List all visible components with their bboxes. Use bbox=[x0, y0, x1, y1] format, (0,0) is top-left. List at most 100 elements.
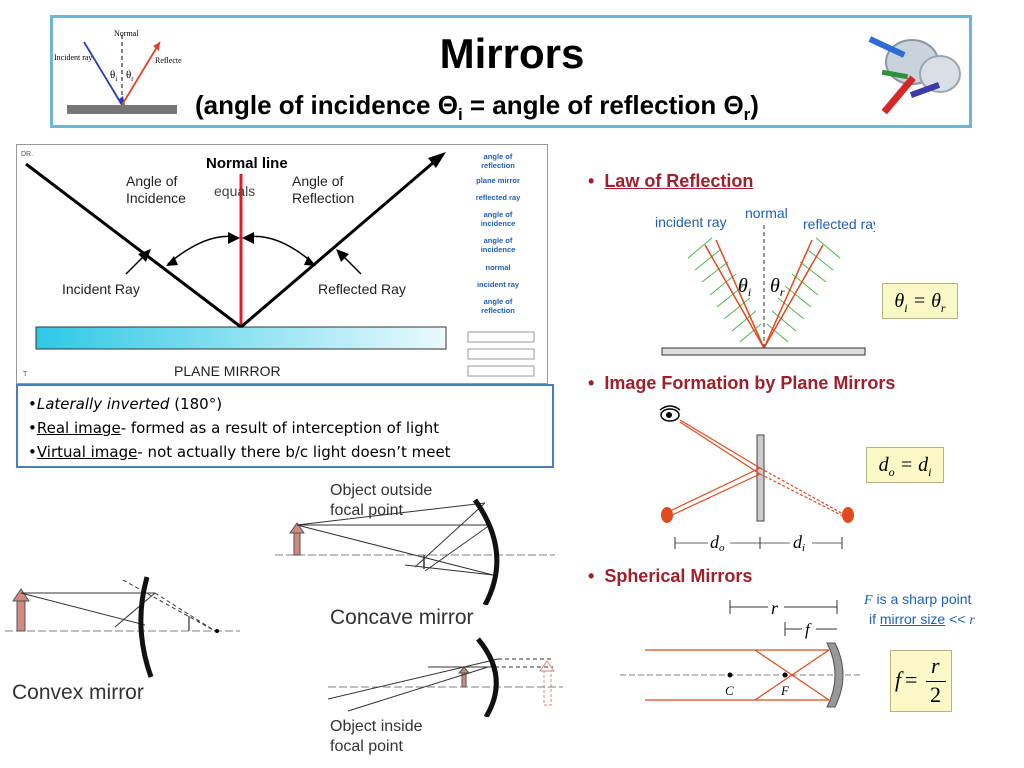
arc-arrow-mid-right bbox=[242, 232, 254, 244]
outside-rays bbox=[296, 502, 494, 576]
eye-icon bbox=[659, 405, 681, 422]
convex-mirror-curve bbox=[138, 576, 154, 678]
corner-label-top: DR. bbox=[21, 151, 33, 158]
mini-reflected-label: Reflected ray bbox=[155, 56, 182, 65]
crayon-red bbox=[881, 75, 916, 115]
mini-normal-label: Normal bbox=[114, 29, 139, 38]
convex-mirror-label: Convex mirror bbox=[12, 681, 144, 704]
angle-of-incidence-label-1: Angle of bbox=[126, 173, 177, 189]
page-title: Mirrors bbox=[439, 30, 585, 77]
concave-outside-diagram bbox=[275, 498, 555, 605]
law-incident-label: incident ray bbox=[655, 214, 727, 230]
equals-label: equals bbox=[214, 183, 255, 199]
focal-point bbox=[782, 672, 788, 678]
plane-mirror-diagram: DR. T Normal line Angle of Incidence equ… bbox=[16, 144, 548, 384]
word-bank-item: plane mirror bbox=[476, 176, 520, 185]
word-bank: angle of reflection plane mirror reflect… bbox=[476, 152, 521, 315]
crayon-purple bbox=[909, 82, 941, 98]
convex-rays bbox=[20, 579, 216, 632]
image-formation-heading: •Image Formation by Plane Mirrors bbox=[588, 373, 896, 393]
virtual-enlarged-image-icon bbox=[539, 660, 555, 706]
word-bank-item: angle of bbox=[484, 152, 513, 161]
law-normal-label: normal bbox=[745, 205, 788, 221]
spherical-mirror-diagram: r f C F bbox=[620, 597, 860, 708]
convex-diagram bbox=[5, 576, 240, 678]
bullet-real-image: •Real image- formed as a result of inter… bbox=[28, 419, 440, 437]
arc-arrow-mid-left bbox=[228, 232, 240, 244]
word-bank-item: angle of bbox=[484, 210, 513, 219]
mirrors-crayons-picture bbox=[868, 36, 961, 115]
focal-point-label: F bbox=[780, 683, 790, 698]
image-candle-icon bbox=[842, 507, 854, 523]
do-label: do bbox=[710, 532, 725, 554]
reflected-arrowhead bbox=[428, 152, 446, 168]
title-banner bbox=[50, 15, 972, 128]
concave-inside-diagram bbox=[328, 637, 563, 717]
word-bank-item: reflection bbox=[481, 161, 515, 170]
normal-line-label: Normal line bbox=[206, 155, 288, 172]
arc-arrow-left bbox=[166, 256, 178, 266]
plane-mirror-label: PLANE MIRROR bbox=[174, 363, 281, 379]
incident-ray-label: Incident Ray bbox=[62, 281, 140, 297]
corner-label-bottom: T bbox=[23, 371, 28, 378]
angle-of-reflection-label-1: Angle of bbox=[292, 173, 343, 189]
reflected-ray-label: Reflected Ray bbox=[318, 281, 406, 297]
crayon-blue bbox=[868, 36, 906, 58]
word-bank-item: incidence bbox=[481, 219, 516, 228]
mini-incident-label: Incident ray bbox=[54, 53, 92, 62]
word-bank-item: incidence bbox=[481, 245, 516, 254]
law-theta-r: θr bbox=[770, 275, 785, 299]
arc-arrow-right bbox=[304, 256, 316, 266]
concave-mirror-label: Concave mirror bbox=[330, 606, 474, 629]
page-subtitle: (angle of incidence Θi = angle of reflec… bbox=[195, 90, 759, 125]
word-bank-item: reflection bbox=[481, 306, 515, 315]
radius-label: r bbox=[771, 598, 779, 618]
bullet-virtual-image: •Virtual image- not actually there b/c l… bbox=[28, 443, 451, 461]
word-bank-item: reflected ray bbox=[476, 193, 521, 202]
answer-blank-3 bbox=[467, 365, 535, 377]
mini-theta-r: θr bbox=[126, 69, 134, 83]
plane-mirror-bar bbox=[35, 326, 447, 350]
mini-reflected-arrowhead bbox=[153, 42, 160, 51]
answer-blank-2 bbox=[467, 348, 535, 360]
concave-mirror-curve bbox=[472, 498, 500, 605]
object-arrow-icon bbox=[289, 522, 305, 556]
formation-rays bbox=[667, 419, 846, 518]
hand-mirror-2 bbox=[919, 55, 961, 93]
image-formation-diagram: do di bbox=[659, 405, 854, 554]
image-formation-equation: do = di bbox=[866, 447, 944, 483]
law-equation: θi = θr bbox=[882, 283, 958, 319]
law-wavefronts-incident bbox=[687, 237, 762, 343]
word-bank-item: normal bbox=[485, 263, 510, 272]
word-bank-item: angle of bbox=[484, 236, 513, 245]
bullet-laterally-inverted: •Laterally inverted (180°) bbox=[28, 395, 223, 413]
focal-length-equation: f = r 2 bbox=[890, 650, 952, 712]
law-of-reflection-diagram: incident ray normal reflected ray θi θr bbox=[655, 205, 875, 356]
crayon-green bbox=[881, 69, 909, 80]
reflected-ray-line bbox=[240, 154, 442, 329]
mini-incident-ray bbox=[83, 41, 123, 106]
sharp-point-note-2: if mirror size << r bbox=[869, 611, 975, 628]
concave-mirror-shape bbox=[826, 642, 844, 708]
di-label: di bbox=[793, 532, 805, 554]
angle-of-reflection-label-2: Reflection bbox=[292, 190, 354, 206]
law-mirror-surface bbox=[661, 347, 866, 356]
law-theta-i: θi bbox=[738, 275, 751, 299]
spherical-rays bbox=[645, 649, 830, 701]
angle-of-incidence-label-2: Incidence bbox=[126, 190, 186, 206]
focal-label: f bbox=[805, 620, 812, 639]
reflected-pointer-head bbox=[336, 249, 349, 262]
sharp-point-note-1: F is a sharp point bbox=[864, 591, 972, 608]
inside-concave-mirror-curve bbox=[476, 637, 499, 717]
law-rays bbox=[704, 239, 824, 349]
center-point bbox=[727, 672, 733, 678]
law-of-reflection-heading: •Law of Reflection bbox=[588, 171, 754, 191]
spherical-mirrors-heading: •Spherical Mirrors bbox=[588, 566, 753, 586]
convex-object-arrow-icon bbox=[12, 588, 30, 632]
object-candle-icon bbox=[661, 507, 673, 523]
answer-blank-1 bbox=[467, 331, 535, 343]
word-bank-item: incident ray bbox=[477, 280, 520, 289]
image-types-box: •Laterally inverted (180°) •Real image- … bbox=[16, 384, 554, 468]
convex-focal-point bbox=[215, 629, 219, 633]
